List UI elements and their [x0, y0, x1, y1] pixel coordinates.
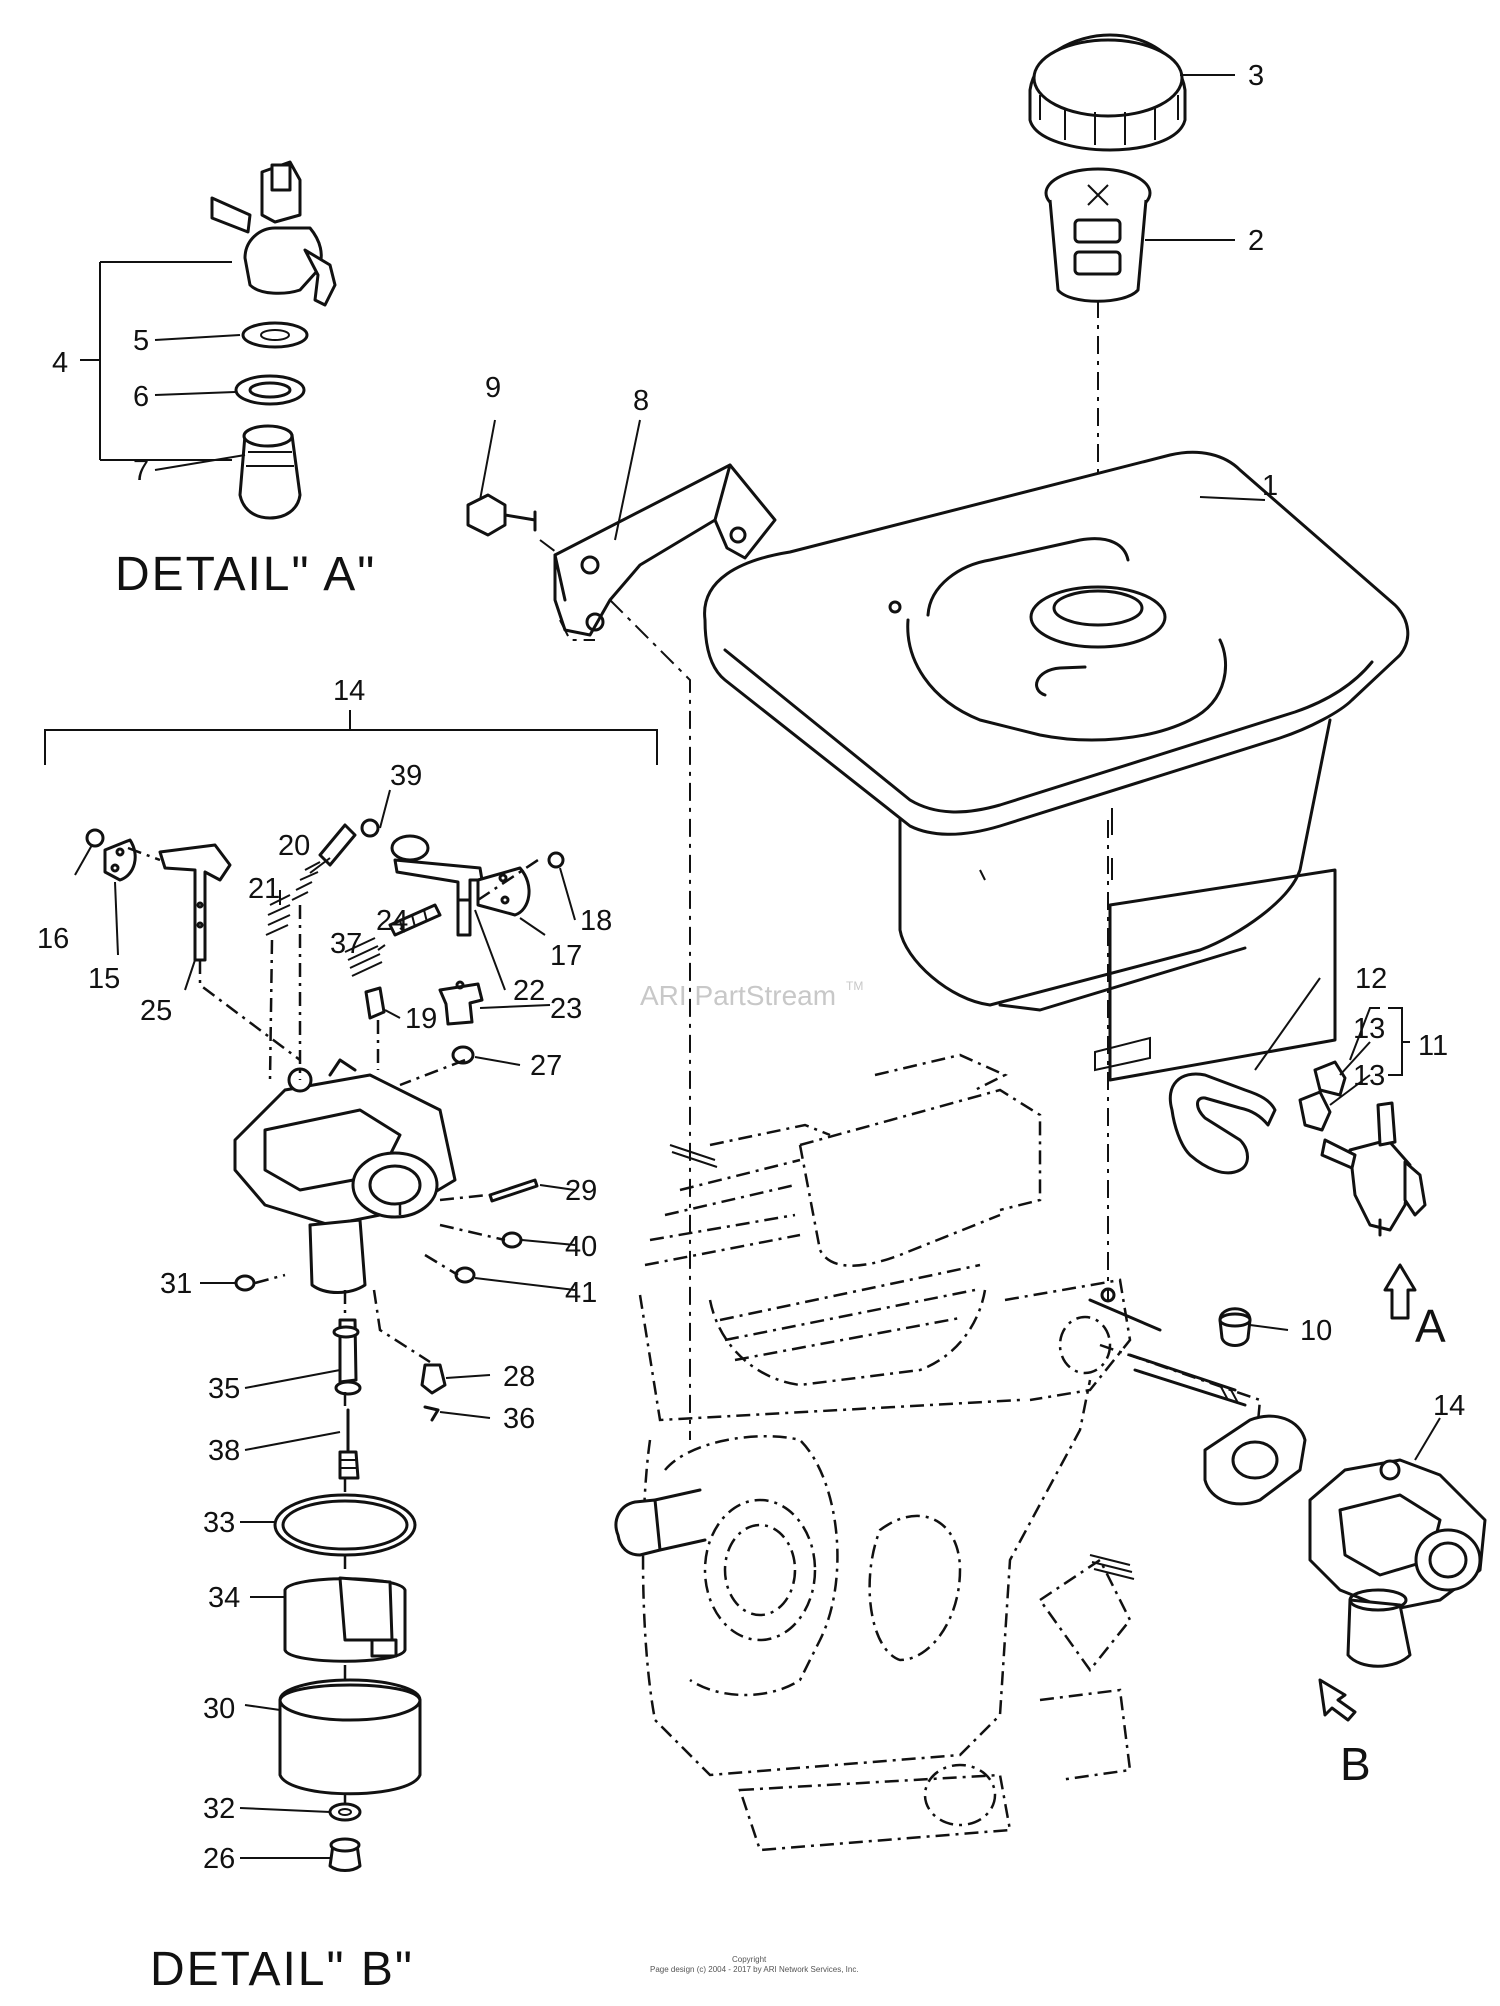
callout-20: 20	[278, 830, 310, 862]
callout-35: 35	[208, 1373, 240, 1405]
view-b-letter: B	[1340, 1738, 1371, 1790]
callout-13b: 13	[1353, 1060, 1385, 1092]
fuel-valve-detail-a	[210, 160, 337, 520]
callout-14-detail-b: 14	[333, 675, 365, 707]
view-b-arrow	[1318, 1678, 1357, 1722]
callout-21: 21	[248, 873, 280, 905]
watermark-tm: TM	[846, 979, 863, 993]
carburetor-view-b	[1308, 1458, 1487, 1668]
footer-copyright: Copyright	[732, 1955, 767, 1964]
bracket-bolt-part	[466, 493, 537, 537]
engine-block-outline	[614, 1036, 1307, 1852]
callout-9: 9	[485, 372, 501, 404]
callout-26: 26	[203, 1843, 235, 1875]
callout-33: 33	[203, 1507, 235, 1539]
callout-39: 39	[390, 760, 422, 792]
callout-3: 3	[1248, 60, 1264, 92]
callout-16: 16	[37, 923, 69, 955]
carburetor-body-detail-b	[233, 1058, 457, 1294]
callout-27: 27	[530, 1050, 562, 1082]
carburetor-small-parts	[85, 818, 565, 1872]
callout-14-view-b: 14	[1433, 1390, 1465, 1422]
detail-b-bracket	[44, 710, 658, 765]
callout-8: 8	[633, 385, 649, 417]
detail-b-heading: DETAIL" B"	[150, 1943, 414, 1996]
tank-bracket-part	[553, 463, 777, 637]
callout-32: 32	[203, 1793, 235, 1825]
callout-10: 10	[1300, 1315, 1332, 1347]
callout-28: 28	[503, 1361, 535, 1393]
callout-7: 7	[133, 455, 149, 487]
watermark-text: ARI PartStream	[640, 980, 836, 1011]
callout-23: 23	[550, 993, 582, 1025]
carburetor-dash-lines	[127, 846, 539, 1805]
callout-18: 18	[580, 905, 612, 937]
callout-15: 15	[88, 963, 120, 995]
callout-leader-lines	[74, 74, 1441, 1859]
view-a-letter: A	[1415, 1300, 1446, 1352]
callout-6: 6	[133, 381, 149, 413]
callout-22: 22	[513, 975, 545, 1007]
view-a-arrow	[1383, 1263, 1417, 1320]
callout-40: 40	[565, 1231, 597, 1263]
callout-31: 31	[160, 1268, 192, 1300]
callout-38: 38	[208, 1435, 240, 1467]
callout-5: 5	[133, 325, 149, 357]
callout-24: 24	[376, 905, 408, 937]
fuel-strainer-part	[1044, 167, 1152, 303]
callout-4: 4	[52, 347, 68, 379]
detail-a-heading: DETAIL" A"	[115, 548, 376, 601]
callout-30: 30	[203, 1693, 235, 1725]
callout-12: 12	[1355, 963, 1387, 995]
callout-1: 1	[1262, 470, 1278, 502]
fuel-cap-part	[1028, 33, 1187, 152]
grommet-part	[1218, 1307, 1252, 1347]
callout-17: 17	[550, 940, 582, 972]
callout-41: 41	[565, 1277, 597, 1309]
callout-36: 36	[503, 1403, 535, 1435]
callout-13a: 13	[1353, 1013, 1385, 1045]
detail-a-bracket	[80, 261, 232, 461]
fuel-line-assembly	[1108, 868, 1427, 1237]
fuel-tank-part	[703, 450, 1410, 1012]
callout-11: 11	[1418, 1030, 1448, 1062]
assembly-11-bracket	[1388, 1007, 1410, 1076]
callout-19: 19	[405, 1003, 437, 1035]
callout-29: 29	[565, 1175, 597, 1207]
footer-page-design: Page design (c) 2004 - 2017 by ARI Netwo…	[650, 1965, 859, 1974]
callout-37: 37	[330, 928, 362, 960]
callout-2: 2	[1248, 225, 1264, 257]
callout-25: 25	[140, 995, 172, 1027]
callout-34: 34	[208, 1582, 240, 1614]
